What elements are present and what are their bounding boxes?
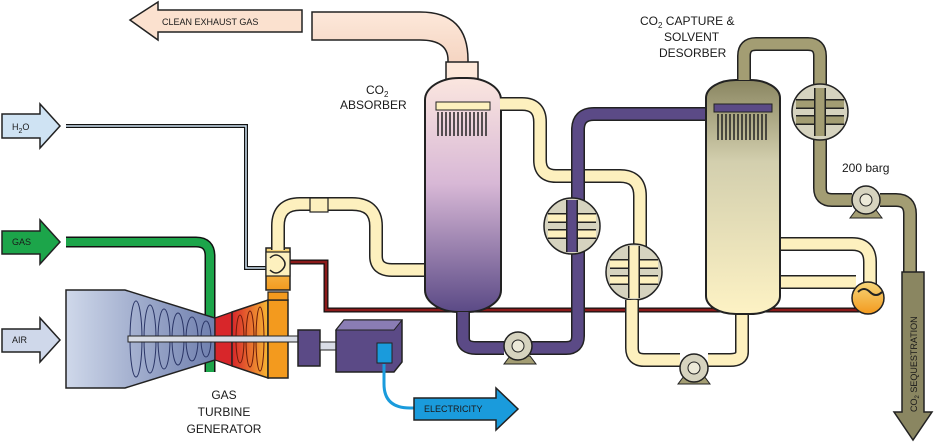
desorber-label-line3: DESORBER	[659, 46, 727, 60]
reboiler-icon	[851, 281, 885, 315]
heat-exchanger-icon	[543, 197, 601, 255]
gas-turbine-label: GAS	[211, 388, 236, 402]
co2-compressor-icon	[849, 185, 883, 219]
co2-absorber-column	[424, 77, 502, 313]
pump-icon	[677, 353, 711, 385]
gas-turbine	[65, 289, 337, 389]
gas-turbine-label-line2: TURBINE	[198, 405, 251, 419]
generator-icon	[334, 319, 404, 373]
blower-icon	[309, 197, 329, 213]
desorber-label-line2: SOLVENT	[664, 30, 720, 44]
gas-input-arrow: GAS	[1, 218, 62, 266]
absorber-label: CO2	[366, 83, 389, 99]
electricity-label: ELECTRICITY	[424, 404, 483, 414]
pump-icon	[503, 331, 537, 365]
exhaust-duct	[311, 11, 479, 85]
co2-overhead-line	[737, 37, 827, 84]
co2-sequestration-arrow: CO2 SEQUESTRATION	[892, 271, 934, 442]
electricity-output-arrow: ELECTRICITY	[413, 386, 520, 432]
gas-turbine-label-line3: GENERATOR	[187, 422, 262, 436]
air-label: AIR	[12, 335, 28, 345]
co2-capture-solvent-desorber-column	[705, 79, 781, 315]
h2o-label: H2O	[12, 122, 29, 135]
compressor-icon	[791, 83, 849, 141]
clean-exhaust-gas-arrow: CLEAN EXHAUST GAS	[128, 0, 303, 42]
absorber-label-line2: ABSORBER	[340, 98, 407, 112]
power-cable	[382, 364, 416, 410]
clean-exhaust-gas-label: CLEAN EXHAUST GAS	[162, 17, 258, 27]
co2-sequestration-label: CO2 SEQUESTRATION	[909, 316, 921, 412]
pressure-label: 200 barg	[842, 161, 889, 175]
desorber-label: CO2 CAPTURE &	[640, 14, 734, 30]
hrsg-heat-exchanger-icon	[265, 251, 291, 277]
gas-label: GAS	[12, 237, 31, 247]
h2o-input-arrow: H2O	[1, 102, 62, 150]
heat-exchanger-icon	[605, 243, 663, 301]
air-input-arrow: AIR	[1, 316, 62, 364]
